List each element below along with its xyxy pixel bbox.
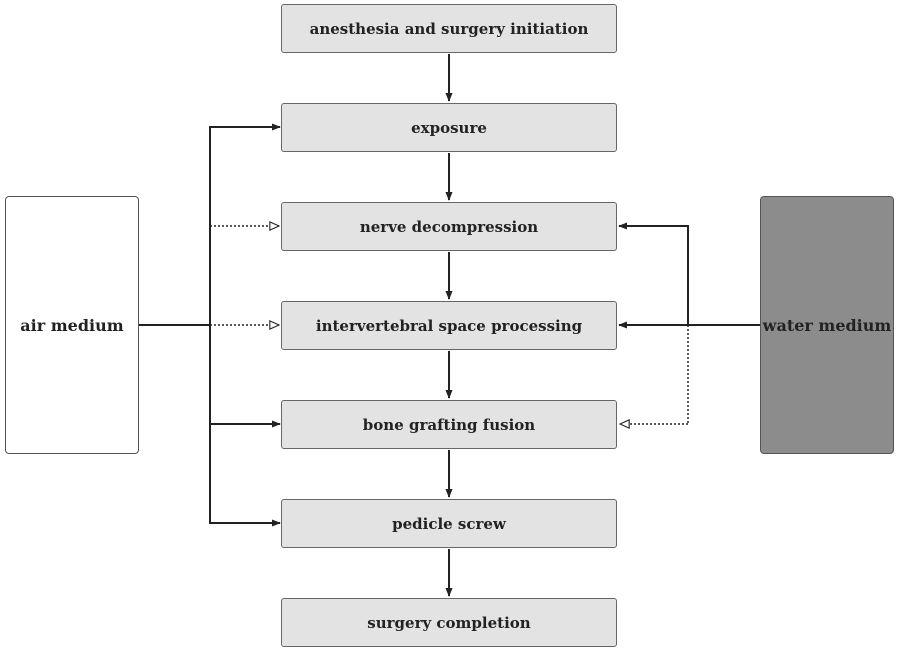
- air-medium-box: air medium: [5, 196, 139, 454]
- step-pedicle-screw: pedicle screw: [281, 499, 617, 548]
- step-bone-grafting-fusion: bone grafting fusion: [281, 400, 617, 449]
- step-intervertebral-space-processing: intervertebral space processing: [281, 301, 617, 350]
- step-nerve-decompression: nerve decompression: [281, 202, 617, 251]
- step-anesthesia-initiation: anesthesia and surgery initiation: [281, 4, 617, 53]
- step-exposure: exposure: [281, 103, 617, 152]
- water-medium-box: water medium: [760, 196, 894, 454]
- step-surgery-completion: surgery completion: [281, 598, 617, 647]
